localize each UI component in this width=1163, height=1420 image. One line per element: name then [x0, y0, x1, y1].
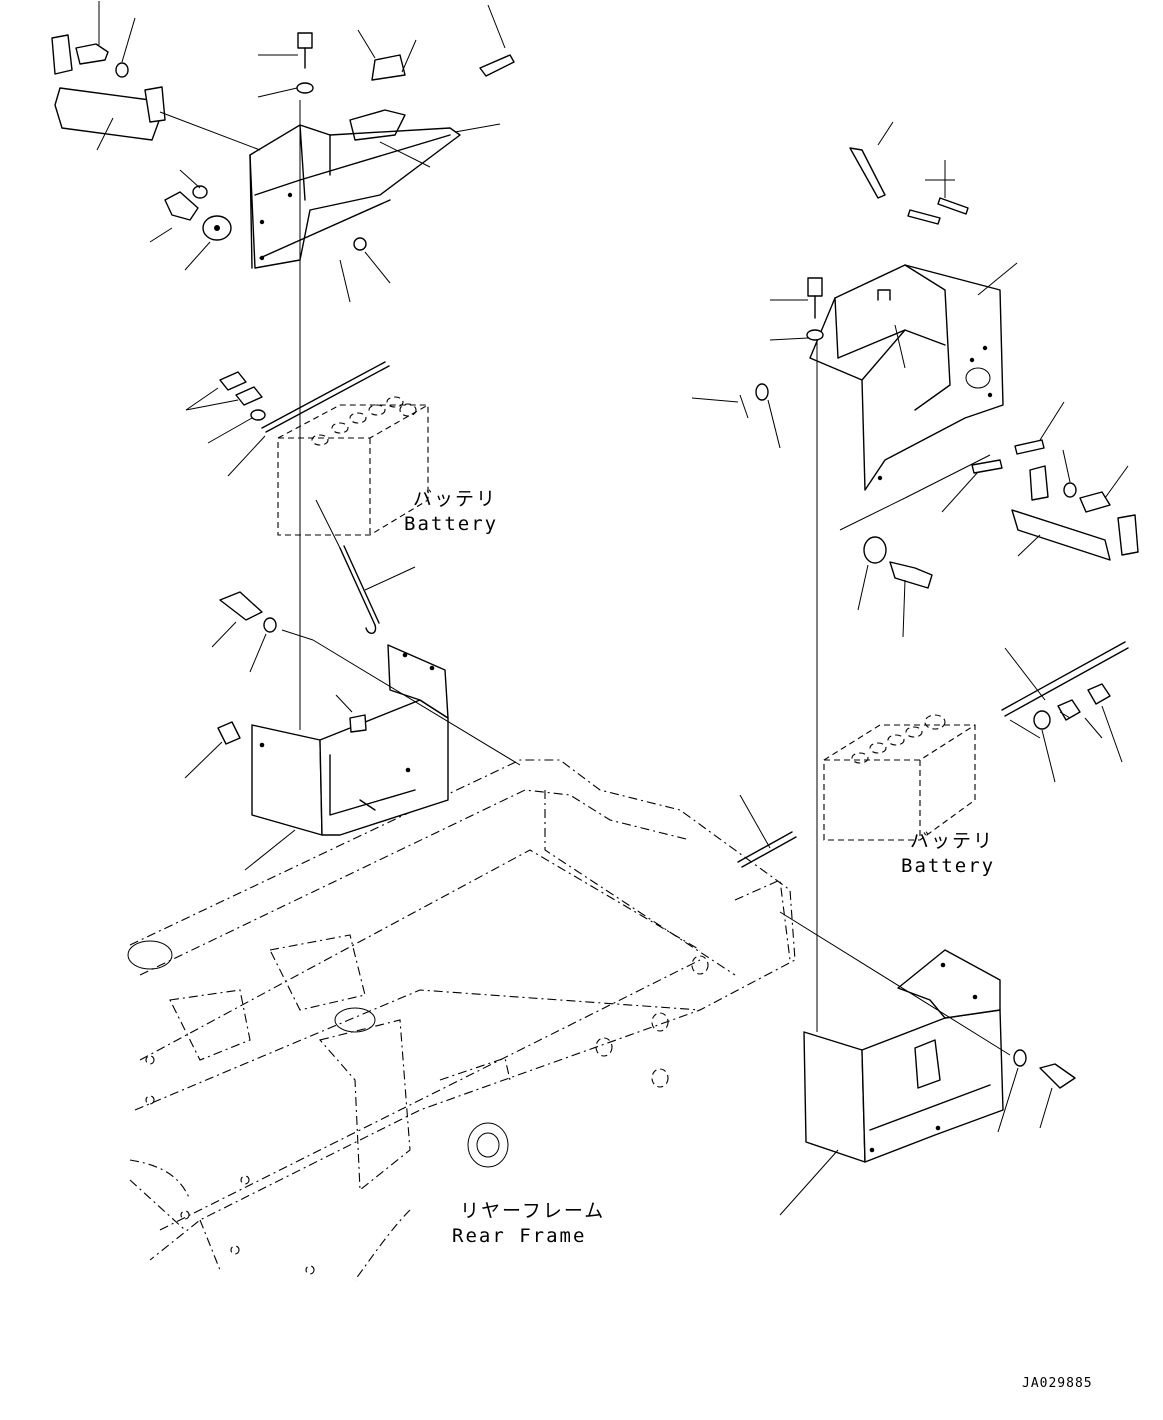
left-battery-label-en: Battery [404, 513, 499, 535]
rear-frame-drawing [127, 759, 796, 1281]
right-battery-cover [809, 264, 1004, 491]
rear-frame-label-jp: リヤーフレーム [460, 1200, 606, 1222]
left-alignment-lines [281, 100, 521, 766]
left-leader-lines [96, 1, 506, 303]
right-cover-latch-plate [1011, 449, 1139, 561]
left-battery-hold-rod [185, 361, 416, 634]
right-battery-bracket [779, 949, 1076, 1216]
left-battery-label-jp: バッテリ [413, 488, 498, 510]
rear-frame-label-en: Rear Frame [452, 1225, 587, 1247]
left-battery-cover [249, 109, 461, 269]
right-battery [823, 714, 976, 841]
right-battery-label-en: Battery [901, 855, 996, 877]
left-bolts-top [75, 32, 515, 251]
drawing-code: JA029885 [1022, 1376, 1093, 1391]
right-battery-label-jp: バッテリ [910, 830, 995, 852]
left-cover-latch-plate [51, 34, 166, 141]
left-battery-bracket [184, 591, 449, 871]
right-battery-hold-rod [737, 641, 1129, 868]
right-bolts [691, 121, 1065, 638]
right-alignment-lines [779, 340, 1011, 1056]
left-battery [277, 396, 429, 536]
